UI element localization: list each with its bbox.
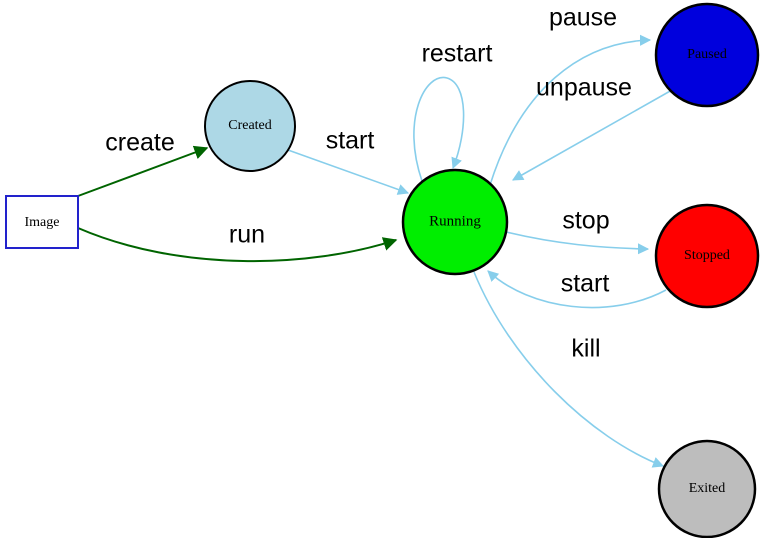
edge-unpause-label: unpause — [536, 74, 632, 102]
node-created-label: Created — [228, 118, 272, 133]
edge-kill: kill — [473, 271, 665, 468]
edge-start-created-label: start — [326, 127, 375, 155]
edge-pause: pause — [489, 4, 652, 186]
edge-restart-path — [413, 76, 465, 182]
edge-start-created-path — [287, 149, 410, 195]
edge-stop-path — [505, 231, 650, 255]
edge-start-stopped: start — [487, 270, 667, 309]
edge-unpause-path — [512, 89, 673, 181]
edge-run: run — [77, 221, 398, 263]
node-image-label: Image — [25, 215, 60, 230]
node-stopped-shape — [654, 203, 760, 309]
edge-create-path — [77, 145, 209, 197]
node-running[interactable]: Running — [401, 168, 509, 276]
node-image-shape — [5, 195, 79, 249]
edge-start-stopped-label: start — [561, 270, 610, 298]
edge-run-label: run — [229, 221, 265, 249]
edge-pause-path — [489, 34, 652, 186]
node-stopped-label: Stopped — [684, 248, 730, 263]
node-exited[interactable]: Exited — [657, 439, 757, 538]
node-created[interactable]: Created — [204, 80, 296, 172]
node-paused[interactable]: Paused — [654, 2, 760, 108]
edge-restart-label: restart — [422, 40, 493, 68]
node-running-shape — [401, 168, 509, 276]
node-created-shape — [204, 80, 296, 172]
edge-stop-label: stop — [562, 207, 609, 235]
edge-start-stopped-path — [487, 270, 667, 309]
edge-create: create — [77, 129, 209, 197]
edge-stop: stop — [505, 207, 650, 255]
node-stopped[interactable]: Stopped — [654, 203, 760, 309]
edge-kill-label: kill — [571, 335, 600, 363]
node-running-label: Running — [429, 213, 481, 229]
node-image[interactable]: Image — [5, 195, 79, 249]
node-exited-label: Exited — [689, 481, 726, 496]
node-paused-label: Paused — [687, 47, 727, 62]
edge-pause-label: pause — [549, 4, 617, 32]
edge-start-created: start — [287, 127, 410, 195]
node-exited-shape — [657, 439, 757, 538]
edge-unpause: unpause — [512, 74, 673, 181]
edge-create-label: create — [105, 129, 174, 157]
edge-run-path — [77, 227, 398, 263]
node-paused-shape — [654, 2, 760, 108]
edge-kill-path — [473, 271, 665, 468]
edge-restart: restart — [413, 40, 493, 182]
